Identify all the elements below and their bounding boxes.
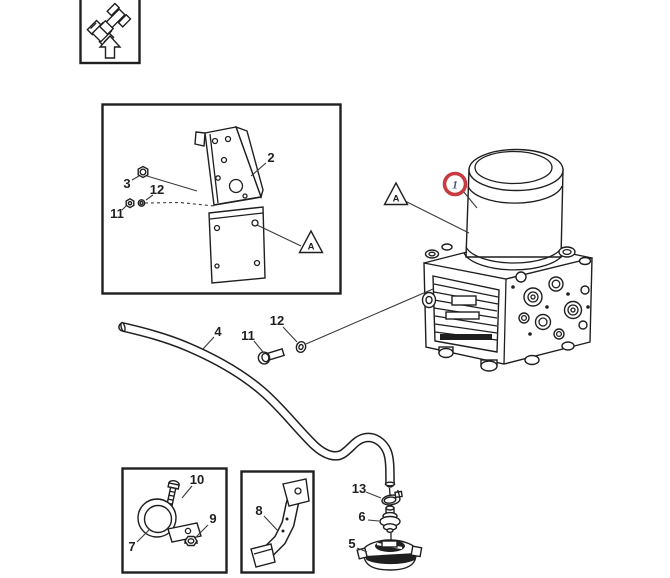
bracket-detail-box: 2 3 12 11 A <box>101 103 342 295</box>
part-6-fitting-drawing <box>379 505 401 534</box>
bracket-8-detail-box: 8 <box>240 470 315 574</box>
hose-end-stack: 13 6 5 <box>348 481 423 571</box>
part-7-clamp-drawing <box>137 498 202 543</box>
callout-part-1-highlighted[interactable]: 1 <box>442 171 478 209</box>
callout-part-6[interactable]: 6 <box>358 509 365 524</box>
part-13-clamp-drawing <box>381 489 403 506</box>
part-4-hose-drawing <box>118 321 396 488</box>
part-5-mount-drawing <box>356 539 423 571</box>
callout-part-9[interactable]: 9 <box>209 511 216 526</box>
view-marker-a-bracket[interactable]: A <box>256 224 324 254</box>
callout-part-8[interactable]: 8 <box>255 503 262 518</box>
callout-part-4[interactable]: 4 <box>214 324 222 339</box>
callout-part-1-label: 1 <box>452 178 458 192</box>
tractor-top-view-icon <box>86 2 132 48</box>
callout-part-12-middle[interactable]: 12 <box>270 313 284 328</box>
clamp-detail-box: 10 7 9 <box>121 467 228 574</box>
callout-part-2[interactable]: 2 <box>267 150 274 165</box>
callout-part-13[interactable]: 13 <box>352 481 366 496</box>
callout-part-12-box[interactable]: 12 <box>150 182 164 197</box>
callout-part-3[interactable]: 3 <box>123 176 130 191</box>
view-marker-a-assembly-label: A <box>393 194 400 205</box>
part-11-bolt-drawing-middle <box>257 348 285 365</box>
view-marker-a-bracket-label: A <box>308 242 315 253</box>
up-arrow-icon <box>98 34 122 59</box>
part-12-washer-drawing-middle <box>295 340 307 354</box>
part-2-bracket-drawing <box>194 125 264 206</box>
callout-part-11-middle[interactable]: 11 <box>241 328 255 343</box>
part-9-nut-drawing <box>184 535 198 547</box>
view-marker-a-assembly[interactable]: A <box>383 181 470 234</box>
valve-body <box>421 243 593 372</box>
part-2-plate-drawing <box>208 206 266 284</box>
part-3-nut-drawing <box>137 165 149 179</box>
callout-part-10[interactable]: 10 <box>190 472 204 487</box>
part-12-washer-drawing-box <box>137 199 146 207</box>
air-dryer-assembly-drawing: A 1 <box>383 148 593 372</box>
orientation-indicator-box <box>79 0 141 65</box>
valve-body-feet <box>438 341 575 372</box>
callout-part-7[interactable]: 7 <box>128 539 135 554</box>
dryer-cartridge-canister <box>463 148 565 271</box>
part-8-bracket-drawing <box>250 478 310 568</box>
part-11-bolt-drawing-box <box>125 197 135 209</box>
callout-part-5[interactable]: 5 <box>348 536 355 551</box>
callout-part-11-box[interactable]: 11 <box>110 206 124 221</box>
